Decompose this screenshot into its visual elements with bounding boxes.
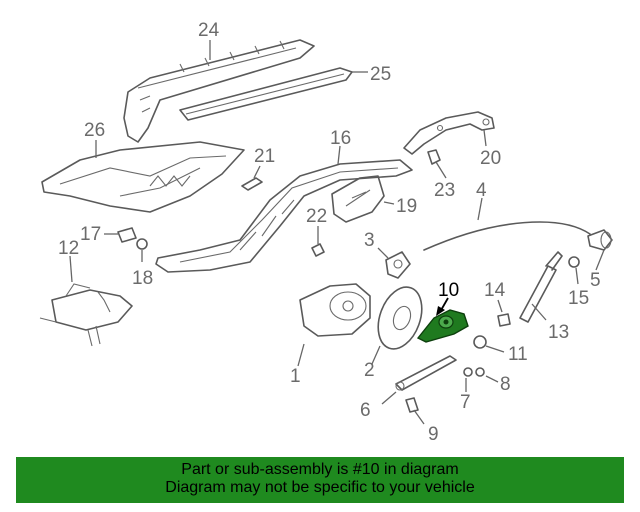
callout-1: 1 <box>290 366 301 387</box>
part-21-pin <box>241 165 263 191</box>
callout-20: 20 <box>480 148 501 169</box>
part-24-frame-rail <box>123 39 315 143</box>
callout-9: 9 <box>428 424 439 445</box>
callout-8: 8 <box>500 374 511 395</box>
part-26-panel <box>41 140 245 213</box>
part-12-lock <box>39 255 133 347</box>
part-8-nut <box>475 367 499 383</box>
callout-13: 13 <box>548 322 569 343</box>
callout-11: 11 <box>508 344 528 365</box>
part-22-nut <box>311 226 325 257</box>
callout-23: 23 <box>434 180 455 201</box>
parts-diagram: 1 2 3 4 5 6 7 8 9 10 11 12 13 14 15 16 1… <box>39 20 613 445</box>
callout-15: 15 <box>568 288 589 309</box>
part-11-bushing <box>473 335 505 353</box>
callout-5: 5 <box>590 270 601 291</box>
part-7-pin <box>463 367 473 392</box>
callout-18: 18 <box>132 268 153 289</box>
part-23-clip <box>427 149 447 179</box>
part-19-bracket <box>331 175 395 223</box>
callout-2: 2 <box>364 360 375 381</box>
part-3-box <box>377 247 411 279</box>
callout-12: 12 <box>58 238 79 259</box>
callout-10: 10 <box>438 280 459 301</box>
part-18-screw <box>136 238 148 262</box>
callout-3: 3 <box>364 230 375 251</box>
banner-line-1: Part or sub-assembly is #10 in diagram <box>181 461 459 478</box>
callout-6: 6 <box>360 400 371 421</box>
callout-22: 22 <box>306 206 327 227</box>
callout-19: 19 <box>396 196 417 217</box>
part-2-disc <box>371 286 423 365</box>
callout-7: 7 <box>460 392 471 413</box>
part-5-end-cap <box>587 229 613 271</box>
part-17-clip <box>104 227 137 243</box>
callout-16: 16 <box>330 128 351 149</box>
part-4-cable <box>423 197 591 251</box>
part-15-washer <box>568 256 580 285</box>
callout-24: 24 <box>198 20 220 41</box>
part-14-bolt <box>497 299 511 327</box>
part-10-highlighted-lever <box>416 297 469 343</box>
callout-26: 26 <box>84 120 105 141</box>
part-6-link-rod <box>381 355 457 405</box>
callout-21: 21 <box>254 146 275 167</box>
fitment-banner: Part or sub-assembly is #10 in diagram D… <box>16 457 624 503</box>
banner-line-2: Diagram may not be specific to your vehi… <box>165 479 475 496</box>
part-25-trim-strip <box>179 67 368 121</box>
part-9-screw <box>405 397 425 425</box>
callout-14: 14 <box>484 280 506 301</box>
part-13-strut <box>519 251 563 323</box>
part-20-hook <box>403 111 495 155</box>
callout-4: 4 <box>476 180 487 201</box>
part-1-motor <box>297 283 371 367</box>
callout-25: 25 <box>370 64 391 85</box>
callout-17: 17 <box>80 224 101 245</box>
part-16-arm <box>155 145 413 273</box>
